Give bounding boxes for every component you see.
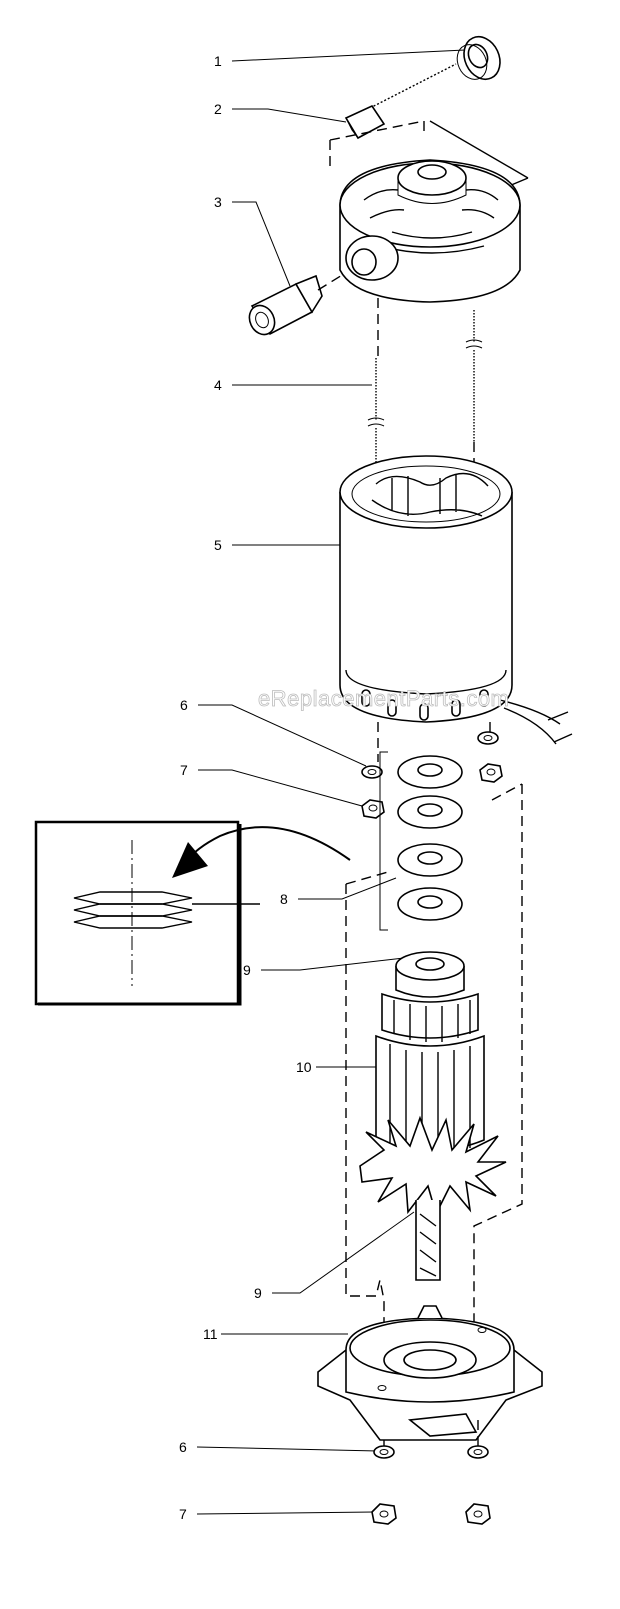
callout-7-top: 7	[180, 762, 188, 778]
callout-8: 8	[280, 891, 288, 907]
part-3-brush-holder	[248, 263, 361, 336]
parts-6-7-top-hardware	[361, 722, 503, 819]
part-11-end-bell	[317, 1305, 543, 1441]
callout-9-top: 9	[243, 962, 251, 978]
watermark: eReplacementParts.com	[258, 686, 509, 711]
callout-5: 5	[214, 537, 222, 553]
callout-4: 4	[214, 377, 222, 393]
callout-7-bottom: 7	[179, 1506, 187, 1522]
callout-11: 11	[203, 1326, 218, 1342]
parts-6-7-bottom-hardware	[371, 1420, 491, 1525]
end-housing-top	[339, 159, 521, 303]
callout-9-bottom: 9	[254, 1285, 262, 1301]
part-5-field-housing	[339, 455, 573, 745]
callout-10: 10	[296, 1059, 312, 1075]
leader-lines	[196, 49, 466, 1515]
washer-detail-inset	[34, 820, 351, 1006]
callout-6-top: 6	[180, 697, 188, 713]
callout-labels: 1 2 3 4 5 6 7 8 9 10 9 11 6 7	[179, 53, 312, 1522]
part-1-brush-cap	[456, 36, 501, 80]
part-10-armature	[359, 951, 507, 1281]
callout-3: 3	[214, 194, 222, 210]
part-2-carbon-brush	[329, 63, 529, 189]
callout-6-bottom: 6	[179, 1439, 187, 1455]
callout-2: 2	[214, 101, 222, 117]
callout-1: 1	[214, 53, 222, 69]
part-8-washers	[379, 751, 463, 931]
